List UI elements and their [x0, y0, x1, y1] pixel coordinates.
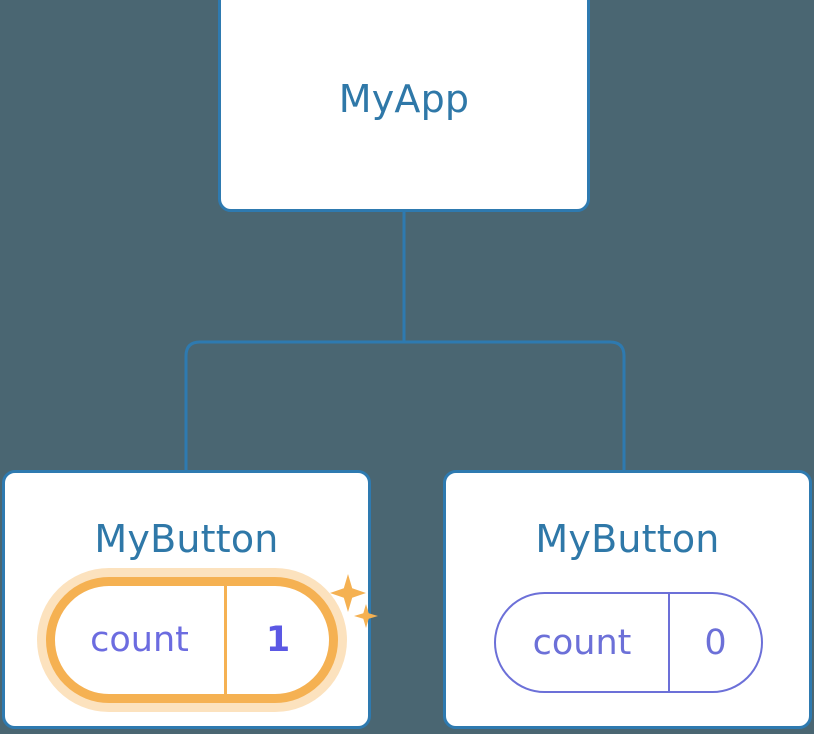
node-mybutton-2[interactable]: MyButton count 0	[443, 470, 812, 729]
node-title: MyApp	[338, 77, 470, 121]
state-value-label: 1	[265, 620, 291, 660]
state-chip-container: count 1	[46, 574, 378, 703]
node-title: MyButton	[94, 517, 279, 561]
node-title: MyButton	[535, 517, 720, 561]
state-chip[interactable]: count 0	[494, 592, 763, 693]
state-key-label: count	[90, 620, 189, 660]
node-mybutton-1[interactable]: MyButton count 1	[2, 470, 378, 729]
node-myapp[interactable]: MyApp	[218, 0, 590, 212]
state-chip-highlighted[interactable]: count 1	[46, 577, 338, 703]
state-key-label: count	[532, 622, 632, 663]
state-chip-divider	[224, 586, 227, 694]
state-chip-container: count 0	[494, 592, 763, 693]
state-value-label: 0	[704, 622, 727, 663]
state-chip-divider	[668, 594, 670, 691]
sparkle-icon	[330, 574, 366, 612]
edge-children-bus	[184, 340, 626, 470]
